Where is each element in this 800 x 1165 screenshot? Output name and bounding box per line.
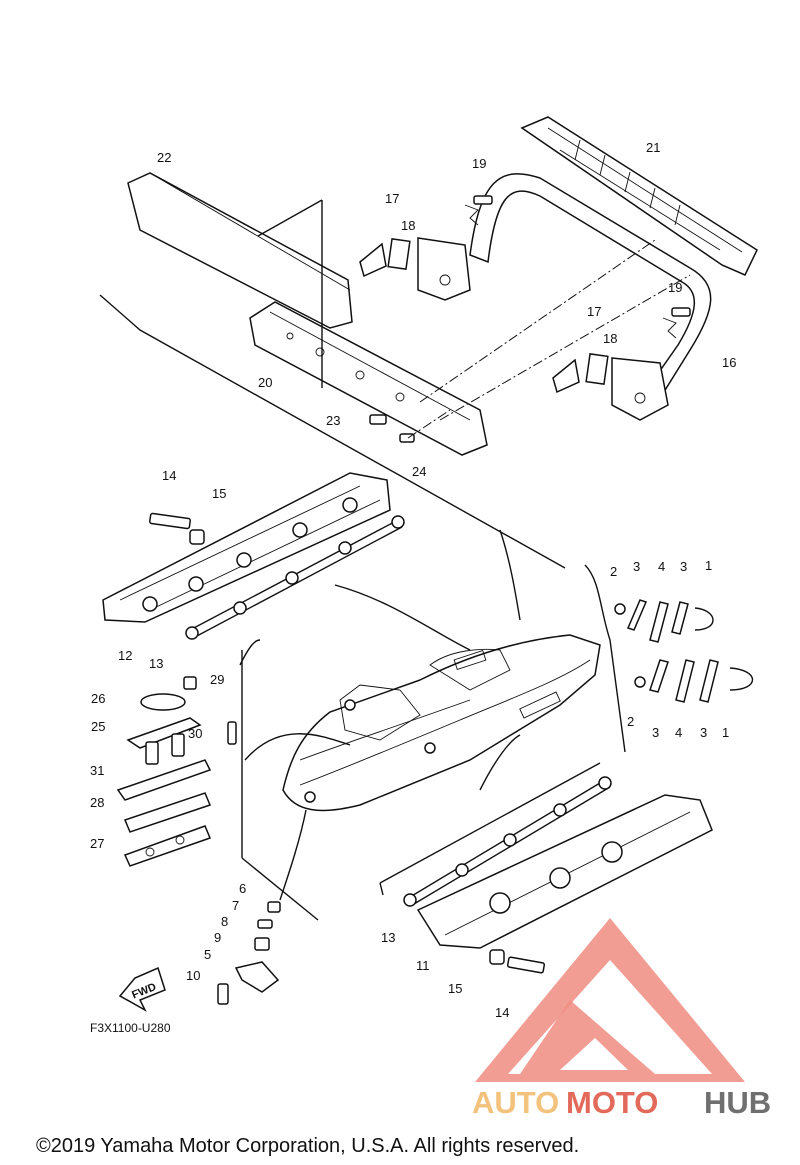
- label-1: 1: [705, 558, 712, 573]
- rear-step-cover: [127, 172, 488, 456]
- label-18: 18: [401, 218, 415, 233]
- label-2: 2: [610, 564, 617, 579]
- label-3d: 3: [700, 725, 707, 740]
- label-28: 28: [90, 795, 104, 810]
- label-14b: 14: [495, 1005, 509, 1020]
- label-13b: 13: [381, 930, 395, 945]
- watermark-moto: MOTO: [566, 1085, 658, 1120]
- handle-bar-assembly: [359, 116, 758, 421]
- sponson-right: [403, 776, 713, 974]
- label-1b: 1: [722, 725, 729, 740]
- part-labels: 22 19 21 17 18 19 17 18 16 20 23 24 14 1…: [90, 140, 736, 1035]
- watermark-hub: HUB: [704, 1085, 771, 1120]
- label-18b: 18: [603, 331, 617, 346]
- watermark-auto: AUTO: [472, 1085, 559, 1120]
- label-9: 9: [214, 930, 221, 945]
- cleat-group: [116, 676, 237, 867]
- label-3b: 3: [680, 559, 687, 574]
- diagram-code: F3X1100-U280: [90, 1021, 171, 1035]
- label-4: 4: [658, 559, 665, 574]
- label-15b: 15: [448, 981, 462, 996]
- label-16: 16: [722, 355, 736, 370]
- label-5: 5: [204, 947, 211, 962]
- label-17b: 17: [587, 304, 601, 319]
- label-30: 30: [188, 726, 202, 741]
- label-26: 26: [91, 691, 105, 706]
- label-15: 15: [212, 486, 226, 501]
- watermark-logo: [475, 918, 745, 1082]
- label-6: 6: [239, 881, 246, 896]
- label-8: 8: [221, 914, 228, 929]
- label-12: 12: [118, 648, 132, 663]
- label-4b: 4: [675, 725, 682, 740]
- watermark-text: AUTO MOTO HUB: [472, 1085, 771, 1120]
- label-24: 24: [412, 464, 426, 479]
- label-31: 31: [90, 763, 104, 778]
- label-19b: 19: [668, 280, 682, 295]
- label-14: 14: [162, 468, 176, 483]
- label-20: 20: [258, 375, 272, 390]
- label-27: 27: [90, 836, 104, 851]
- label-25: 25: [91, 719, 105, 734]
- label-22: 22: [157, 150, 171, 165]
- label-3c: 3: [652, 725, 659, 740]
- label-17: 17: [385, 191, 399, 206]
- label-23: 23: [326, 413, 340, 428]
- fwd-arrow-icon: [118, 966, 166, 1012]
- shackle-group: [614, 599, 753, 703]
- label-29: 29: [210, 672, 224, 687]
- label-3: 3: [633, 559, 640, 574]
- label-13: 13: [149, 656, 163, 671]
- copyright-notice: ©2019 Yamaha Motor Corporation, U.S.A. A…: [36, 1135, 579, 1157]
- sponson-left: [102, 472, 405, 640]
- label-2b: 2: [627, 714, 634, 729]
- watercraft-body: [282, 634, 601, 812]
- label-10: 10: [186, 968, 200, 983]
- label-11: 11: [416, 958, 430, 973]
- label-7: 7: [232, 898, 239, 913]
- label-21: 21: [646, 140, 660, 155]
- label-19: 19: [472, 156, 486, 171]
- tow-hook-group: [217, 901, 281, 1005]
